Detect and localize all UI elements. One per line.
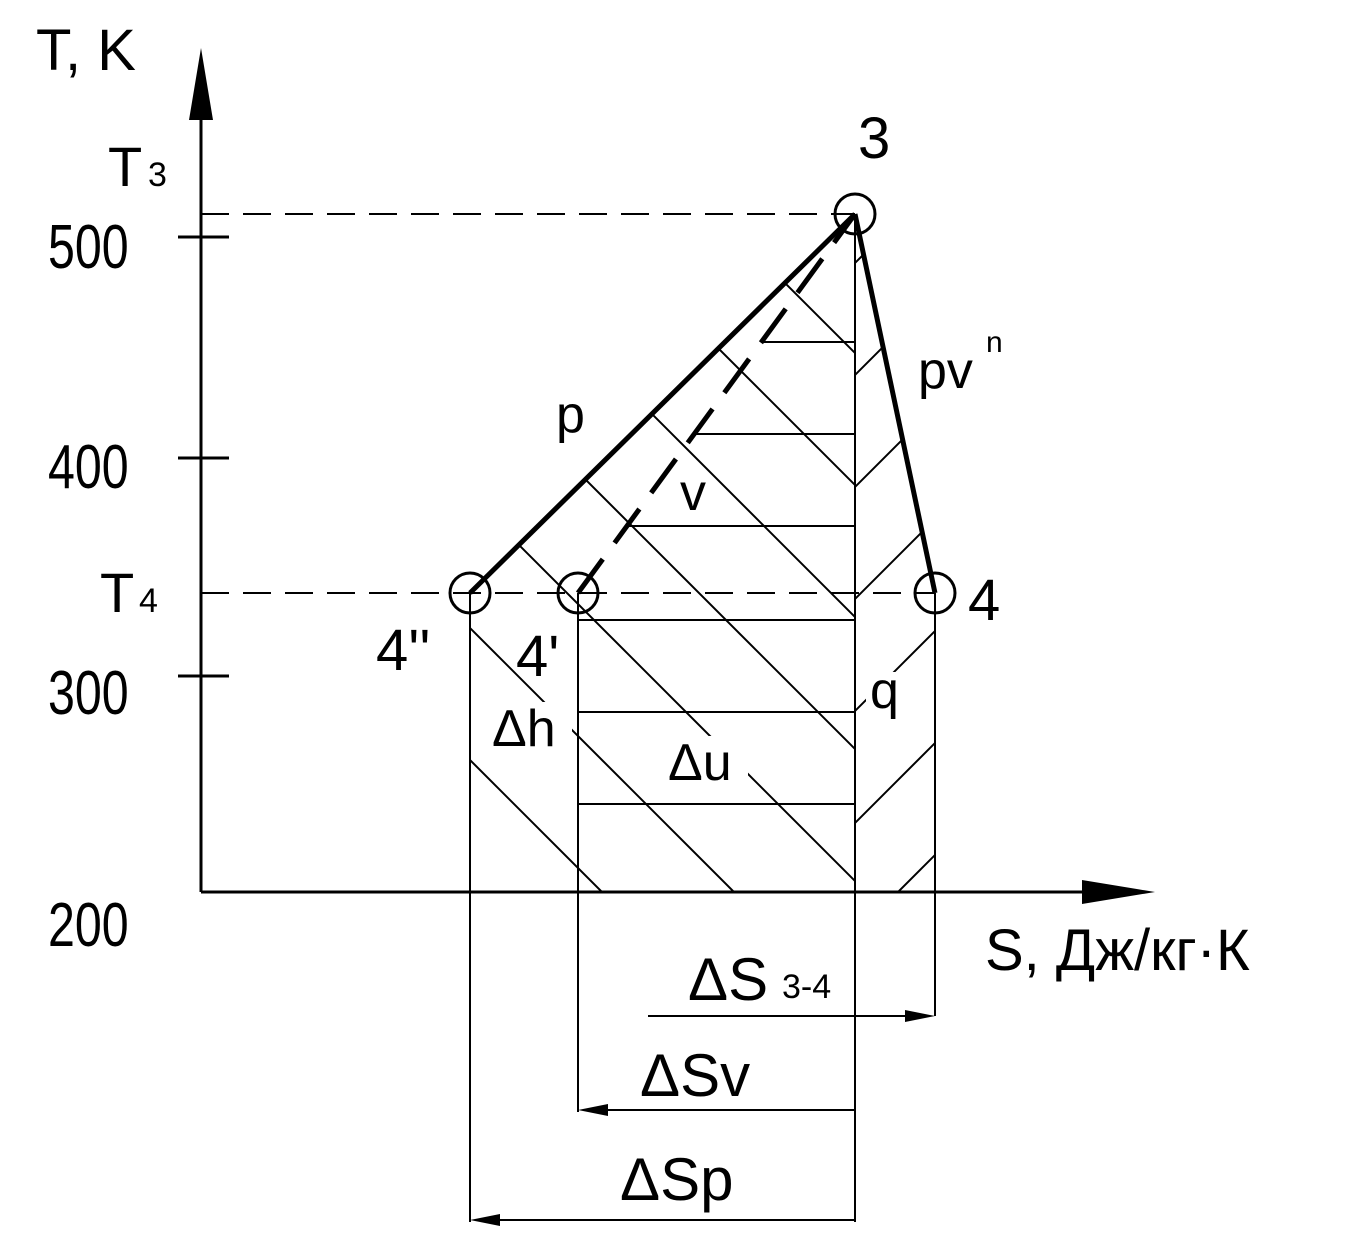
pvn-base: pv — [918, 342, 973, 400]
area-du-label: Δu — [668, 734, 732, 792]
process-v-label: v — [680, 464, 706, 522]
dim-ds34-arrow — [905, 1010, 935, 1022]
tick-label-400: 400 — [48, 432, 129, 501]
y-axis-label: T, K — [36, 18, 136, 83]
dim-dsp: ΔSp — [470, 1146, 855, 1226]
process-pvn-label: pv n — [918, 326, 1003, 400]
t3-main: T — [108, 135, 142, 198]
dim-dsv-label: ΔSv — [640, 1042, 750, 1109]
t4-main: T — [100, 561, 134, 624]
area-dh-label: Δh — [492, 700, 556, 758]
dim-dsv-arrow — [578, 1104, 608, 1116]
dim-dsv: ΔSv — [578, 1042, 855, 1116]
q-hatch — [855, 214, 935, 892]
dim-dsp-label: ΔSp — [620, 1146, 733, 1213]
dh-label-bg — [490, 702, 572, 754]
t3-sub: 3 — [148, 156, 167, 194]
process-v-line — [575, 212, 858, 595]
t3-label: T 3 — [108, 135, 167, 198]
q-label-bg — [866, 672, 910, 726]
point-3-marker — [833, 192, 877, 236]
t4-label: T 4 — [100, 561, 158, 624]
du-label-bg — [666, 736, 748, 788]
tick-label-500: 500 — [48, 212, 129, 281]
point-4pp-label: 4'' — [376, 618, 430, 683]
dim-ds34-main: ΔS — [688, 946, 768, 1013]
x-axis-label: S, Дж/кг·К — [985, 918, 1250, 983]
tick-label-200: 200 — [48, 890, 129, 959]
dim-dsp-arrow — [470, 1214, 500, 1226]
pvn-exp: n — [986, 326, 1003, 359]
tick-label-300: 300 — [48, 658, 129, 727]
axes — [178, 48, 1155, 904]
y-tick-labels: 500 400 300 200 — [48, 212, 129, 959]
area-q-label: q — [870, 662, 899, 720]
dim-ds34-sub: 3-4 — [782, 968, 831, 1006]
point-3-label: 3 — [858, 106, 890, 171]
process-p-line — [468, 212, 857, 595]
point-4p-marker — [556, 571, 600, 615]
point-4-label: 4 — [968, 568, 1000, 633]
point-4pp-marker — [448, 571, 492, 615]
x-axis-arrow — [1082, 880, 1155, 904]
dim-ds34: ΔS 3-4 — [648, 946, 935, 1022]
point-4p-label: 4' — [516, 624, 559, 689]
process-pvn-line — [852, 213, 938, 594]
t4-sub: 4 — [139, 582, 158, 620]
y-axis-arrow — [189, 48, 213, 120]
process-p-label: p — [556, 386, 585, 444]
point-4-marker — [913, 571, 957, 615]
